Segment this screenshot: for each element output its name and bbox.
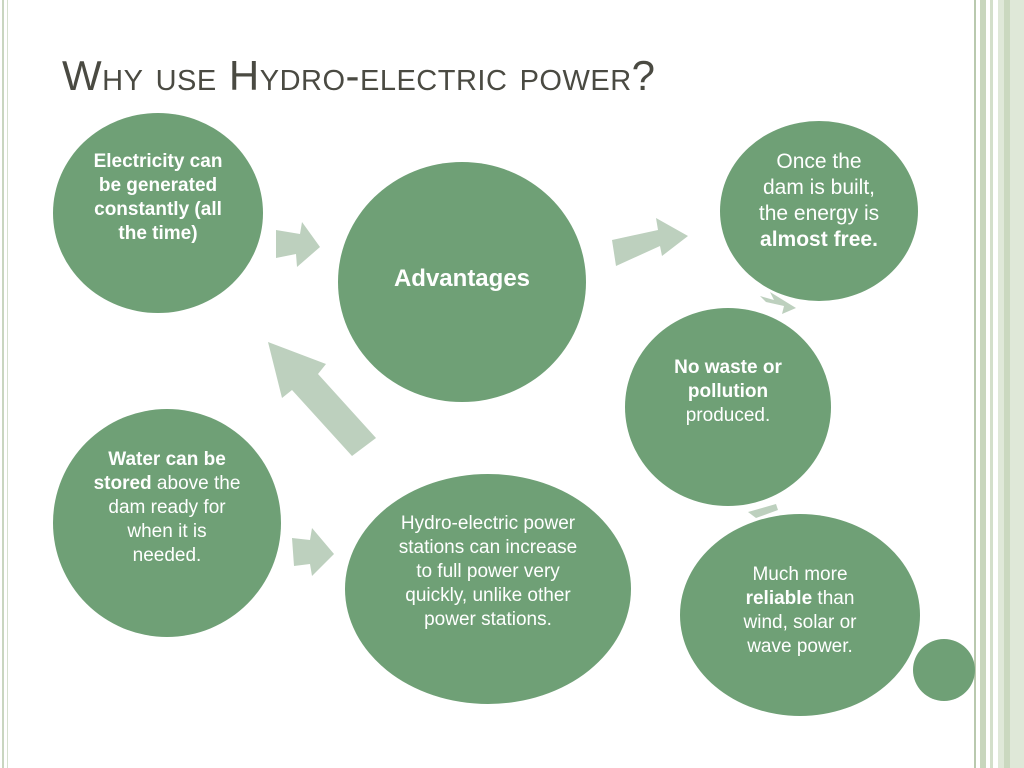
free-before-text: Once the dam is built, the energy is: [758, 150, 880, 225]
arrow-waste-to-reliable: [748, 504, 778, 518]
advantages-label: Advantages: [393, 265, 531, 292]
quick-text: Hydro-electric power stations can increa…: [398, 513, 578, 630]
node-reliable-text: Much more reliable than wind, solar or w…: [724, 563, 876, 659]
arrow-advantages-to-free: [612, 218, 688, 266]
node-no-waste: No waste or pollution produced.: [625, 308, 831, 506]
reliable-bold-text: reliable: [745, 588, 813, 609]
node-water-text: Water can be stored above the dam ready …: [93, 448, 241, 568]
waste-bold-text: No waste or pollution: [674, 357, 782, 402]
node-waste-text: No waste or pollution produced.: [655, 356, 801, 428]
arrow-quick-to-advantages: [268, 342, 376, 456]
slide-title: Why use Hydro-electric power?: [62, 52, 656, 99]
arrow-water-to-quick: [292, 528, 334, 576]
node-free-text: Once the dam is built, the energy is alm…: [756, 149, 882, 253]
node-advantages: Advantages: [338, 162, 586, 402]
right-border-stripe: [980, 0, 986, 768]
left-border-line: [7, 0, 8, 768]
right-frame-border: [974, 0, 1024, 768]
node-electricity: Electricity can be generated constantly …: [53, 113, 263, 313]
right-border-stripe: [990, 0, 993, 768]
water-rest-text: above the dam ready for when it is neede…: [108, 473, 241, 566]
left-frame-border: [0, 0, 10, 768]
free-bold-text: almost free.: [760, 228, 878, 251]
water-bold-text: Water can be stored: [93, 449, 226, 494]
node-reliable: Much more reliable than wind, solar or w…: [680, 514, 920, 716]
node-full-power-quickly: Hydro-electric power stations can increa…: [345, 474, 631, 704]
waste-rest-text: produced.: [685, 405, 771, 426]
decorative-circle: [913, 639, 975, 701]
arrow-electricity-to-advantages: [276, 222, 320, 267]
reliable-after-text: than wind, solar or wave power.: [743, 588, 857, 657]
left-border-line: [2, 0, 4, 768]
reliable-before-text: Much more: [752, 564, 848, 585]
node-free-energy: Once the dam is built, the energy is alm…: [720, 121, 918, 301]
right-border-stripe: [1004, 0, 1010, 768]
electricity-bold-text: Electricity can be generated constantly …: [93, 151, 223, 244]
right-border-stripe: [974, 0, 976, 768]
arrow-free-to-waste: [760, 292, 796, 314]
node-electricity-text: Electricity can be generated constantly …: [89, 150, 227, 246]
right-border-stripe: [998, 0, 1024, 768]
node-water-stored: Water can be stored above the dam ready …: [53, 409, 281, 637]
